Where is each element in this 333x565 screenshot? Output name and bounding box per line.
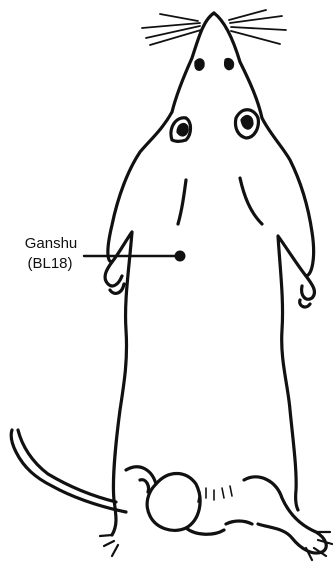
right-forepaw — [300, 276, 315, 307]
tail — [11, 430, 126, 512]
right-hind-leg — [244, 477, 326, 553]
left-shoulder-line — [178, 180, 186, 224]
right-hind-toes — [306, 532, 332, 560]
right-ear-inner — [242, 117, 252, 129]
left-hind-toes — [100, 535, 118, 556]
acupoint-name-label: Ganshu — [20, 236, 82, 252]
acupoint-code-label: (BL18) — [22, 256, 78, 272]
hind-feet-base — [186, 521, 252, 534]
hindquarter-hair — [198, 486, 232, 502]
body-outline — [108, 13, 214, 535]
left-forepaw — [105, 262, 124, 293]
left-ear-inner — [178, 125, 187, 135]
right-eye — [226, 59, 233, 68]
whiskers — [142, 10, 286, 45]
left-eye — [196, 60, 203, 69]
acupoint-marker — [175, 251, 186, 262]
body-outline-right — [214, 13, 314, 510]
right-shoulder-line — [240, 178, 262, 224]
